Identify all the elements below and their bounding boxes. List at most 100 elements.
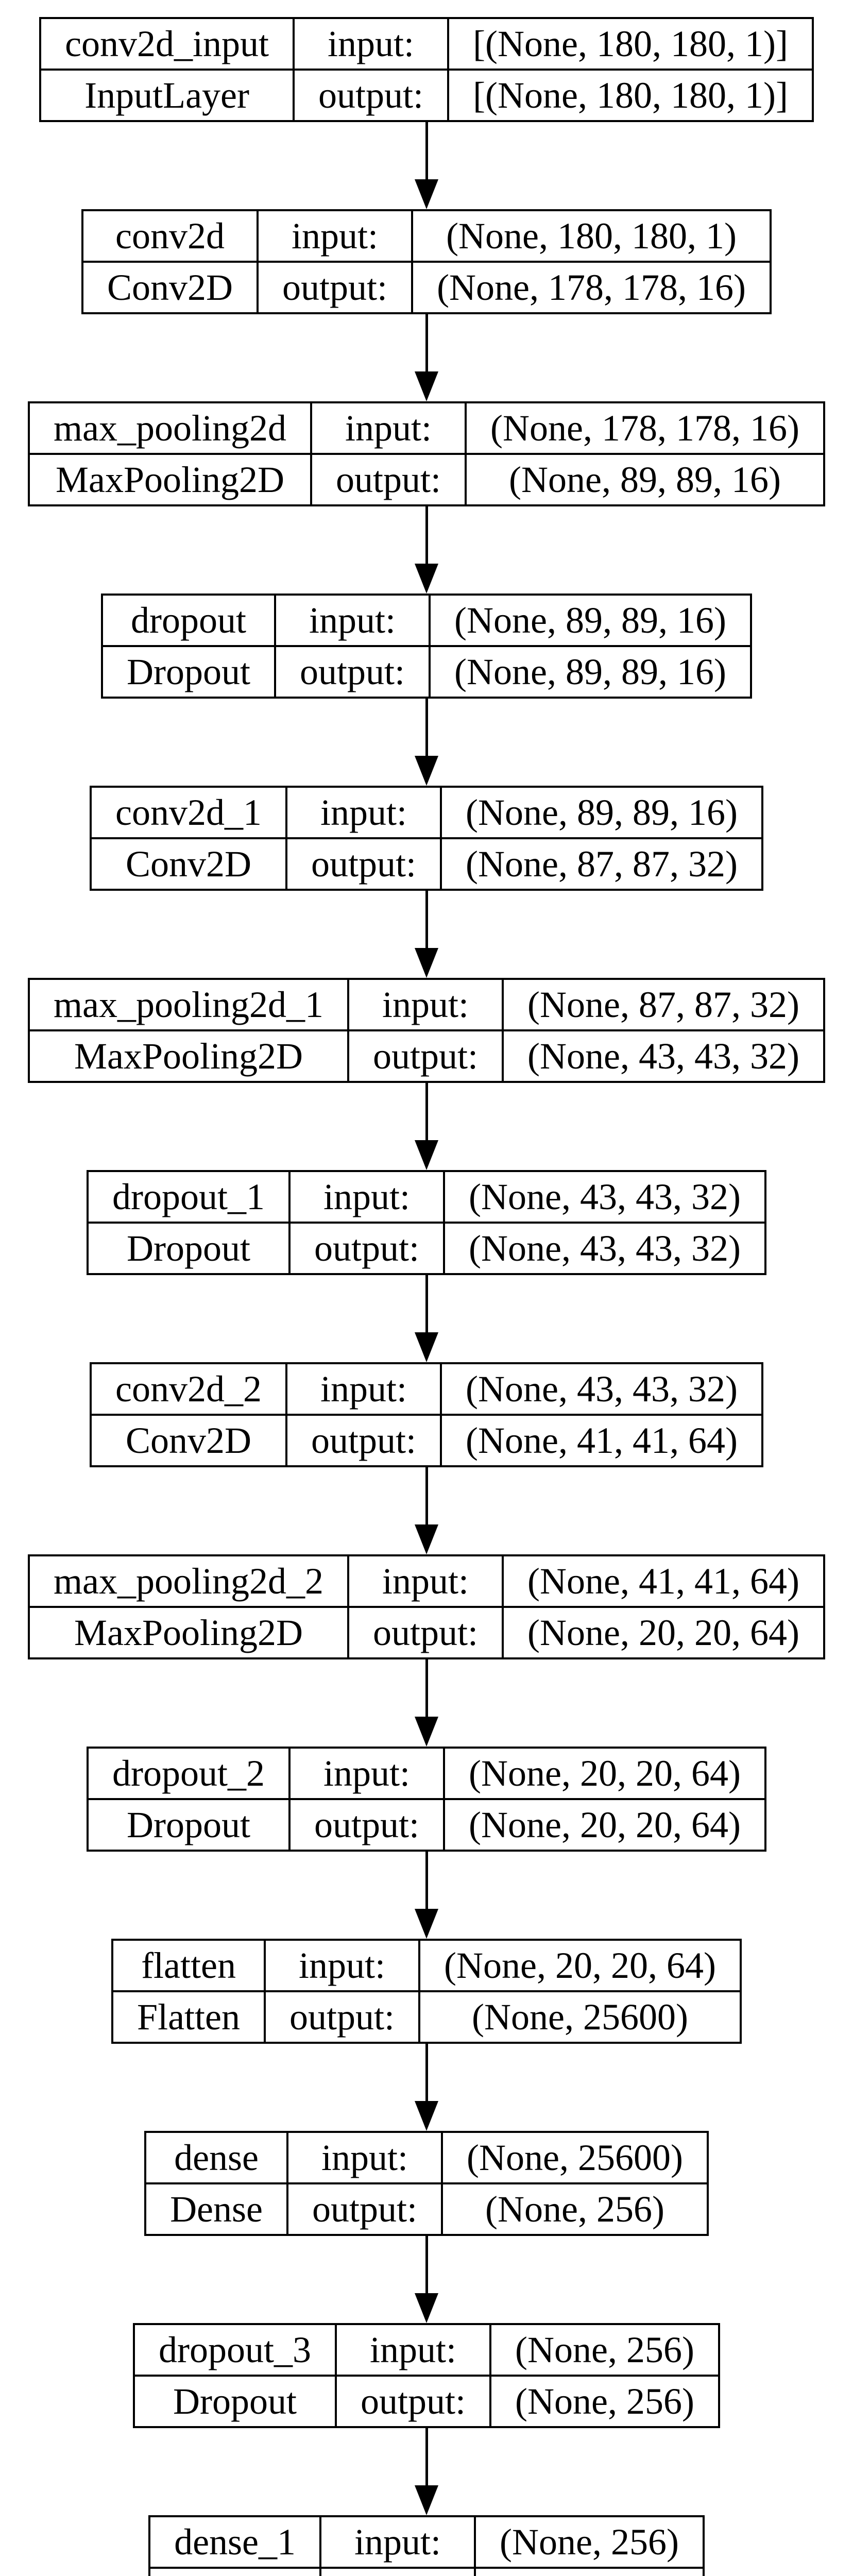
layer-name-cell: flatten xyxy=(111,1939,266,1992)
input-label-cell: input: xyxy=(288,1747,446,1800)
layer-name-cell: conv2d xyxy=(81,209,259,263)
arrow-down-icon xyxy=(415,2101,438,2131)
input-label-cell: input: xyxy=(257,209,414,263)
layer-node-dropout-1: dropout_1 input: (None, 43, 43, 32) Drop… xyxy=(87,1170,766,1275)
output-label-cell: output: xyxy=(288,1222,446,1275)
layer-name-cell: dropout_3 xyxy=(133,2323,337,2377)
arrow-shaft xyxy=(425,2428,428,2485)
output-shape-cell: (None, 89, 89, 16) xyxy=(429,645,752,699)
layer-name-cell: dropout xyxy=(101,594,277,647)
arrow-shaft xyxy=(425,1467,428,1524)
output-label-cell: output: xyxy=(310,453,467,506)
layer-name-cell: conv2d_1 xyxy=(90,786,288,839)
layer-type-cell: Dense xyxy=(144,2182,288,2236)
layer-node-conv2d: conv2d input: (None, 180, 180, 1) Conv2D… xyxy=(81,209,772,314)
layer-node-conv2d-1: conv2d_1 input: (None, 89, 89, 16) Conv2… xyxy=(90,786,763,891)
arrow-down-icon xyxy=(415,2293,438,2323)
arrow-down-icon xyxy=(415,1909,438,1939)
output-shape-cell: (None, 25600) xyxy=(418,1990,742,2044)
edge-arrow xyxy=(415,2428,438,2515)
output-label-cell: output: xyxy=(319,2567,476,2576)
arrow-shaft xyxy=(425,2236,428,2293)
layer-table: dropout_1 input: (None, 43, 43, 32) Drop… xyxy=(87,1170,766,1275)
input-label-cell: input: xyxy=(310,401,467,455)
layer-name-cell: dropout_2 xyxy=(87,1747,291,1800)
layer-table: conv2d input: (None, 180, 180, 1) Conv2D… xyxy=(81,209,772,314)
layer-node-dropout-2: dropout_2 input: (None, 20, 20, 64) Drop… xyxy=(87,1747,766,1852)
input-label-cell: input: xyxy=(347,1554,504,1608)
layer-node-conv2d-2: conv2d_2 input: (None, 43, 43, 32) Conv2… xyxy=(90,1362,763,1467)
input-label-cell: input: xyxy=(319,2515,476,2569)
edge-arrow xyxy=(415,2236,438,2323)
input-label-cell: input: xyxy=(335,2323,492,2377)
arrow-shaft xyxy=(425,1275,428,1332)
layer-name-cell: conv2d_2 xyxy=(90,1362,288,1416)
output-shape-cell: (None, 41, 41, 64) xyxy=(440,1414,763,1467)
arrow-down-icon xyxy=(415,2485,438,2515)
layer-table: dropout input: (None, 89, 89, 16) Dropou… xyxy=(101,594,752,699)
input-label-cell: input: xyxy=(293,17,450,71)
layer-name-cell: max_pooling2d_2 xyxy=(28,1554,350,1608)
arrow-down-icon xyxy=(415,1717,438,1747)
output-label-cell: output: xyxy=(288,1798,446,1852)
edge-arrow xyxy=(415,314,438,401)
arrow-shaft xyxy=(425,1659,428,1717)
input-shape-cell: (None, 89, 89, 16) xyxy=(429,594,752,647)
arrow-shaft xyxy=(425,1083,428,1140)
output-label-cell: output: xyxy=(347,1606,504,1659)
edge-arrow xyxy=(415,891,438,978)
output-label-cell: output: xyxy=(347,1029,504,1083)
output-shape-cell: [(None, 180, 180, 1)] xyxy=(447,69,814,122)
layer-table: flatten input: (None, 20, 20, 64) Flatte… xyxy=(111,1939,742,2044)
edge-arrow xyxy=(415,122,438,209)
layer-type-cell: MaxPooling2D xyxy=(28,453,313,506)
output-shape-cell: (None, 87, 87, 32) xyxy=(440,837,763,891)
input-label-cell: input: xyxy=(274,594,431,647)
output-shape-cell: (None, 89, 89, 16) xyxy=(465,453,825,506)
arrow-down-icon xyxy=(415,756,438,786)
layer-type-cell: InputLayer xyxy=(39,69,295,122)
layer-table: conv2d_1 input: (None, 89, 89, 16) Conv2… xyxy=(90,786,763,891)
arrow-down-icon xyxy=(415,948,438,978)
input-shape-cell: (None, 256) xyxy=(474,2515,705,2569)
layer-table: conv2d_2 input: (None, 43, 43, 32) Conv2… xyxy=(90,1362,763,1467)
arrow-shaft xyxy=(425,122,428,179)
layer-name-cell: max_pooling2d_1 xyxy=(28,978,350,1031)
layer-node-conv2d-input: conv2d_input input: [(None, 180, 180, 1)… xyxy=(39,17,814,122)
layer-node-dense-1: dense_1 input: (None, 256) Dense output:… xyxy=(148,2515,705,2576)
input-shape-cell: (None, 89, 89, 16) xyxy=(440,786,763,839)
output-label-cell: output: xyxy=(264,1990,421,2044)
layer-node-max-pooling2d-2: max_pooling2d_2 input: (None, 41, 41, 64… xyxy=(28,1554,825,1659)
input-shape-cell: (None, 41, 41, 64) xyxy=(502,1554,825,1608)
layer-table: conv2d_input input: [(None, 180, 180, 1)… xyxy=(39,17,814,122)
output-shape-cell: (None, 20, 20, 64) xyxy=(443,1798,766,1852)
layer-type-cell: Conv2D xyxy=(81,261,259,314)
arrow-shaft xyxy=(425,1852,428,1909)
layer-node-dropout-3: dropout_3 input: (None, 256) Dropout out… xyxy=(133,2323,720,2428)
layer-node-flatten: flatten input: (None, 20, 20, 64) Flatte… xyxy=(111,1939,742,2044)
output-label-cell: output: xyxy=(293,69,450,122)
layer-type-cell: Dropout xyxy=(87,1798,291,1852)
output-shape-cell: (None, 43, 43, 32) xyxy=(502,1029,825,1083)
output-label-cell: output: xyxy=(285,837,442,891)
layer-table: max_pooling2d input: (None, 178, 178, 16… xyxy=(28,401,825,506)
arrow-shaft xyxy=(425,891,428,948)
input-label-cell: input: xyxy=(285,1362,442,1416)
layer-name-cell: dense xyxy=(144,2131,288,2184)
layer-node-max-pooling2d: max_pooling2d input: (None, 178, 178, 16… xyxy=(28,401,825,506)
output-shape-cell: (None, 43, 43, 32) xyxy=(443,1222,766,1275)
layer-name-cell: conv2d_input xyxy=(39,17,295,71)
edge-arrow xyxy=(415,1467,438,1554)
layer-name-cell: max_pooling2d xyxy=(28,401,313,455)
output-shape-cell: (None, 256) xyxy=(489,2375,720,2428)
layer-type-cell: Conv2D xyxy=(90,1414,288,1467)
input-label-cell: input: xyxy=(264,1939,421,1992)
layer-type-cell: Dense xyxy=(148,2567,321,2576)
edge-arrow xyxy=(415,1083,438,1170)
edge-arrow xyxy=(415,1275,438,1362)
arrow-shaft xyxy=(425,314,428,371)
edge-arrow xyxy=(415,2044,438,2131)
output-label-cell: output: xyxy=(285,1414,442,1467)
input-label-cell: input: xyxy=(288,1170,446,1224)
